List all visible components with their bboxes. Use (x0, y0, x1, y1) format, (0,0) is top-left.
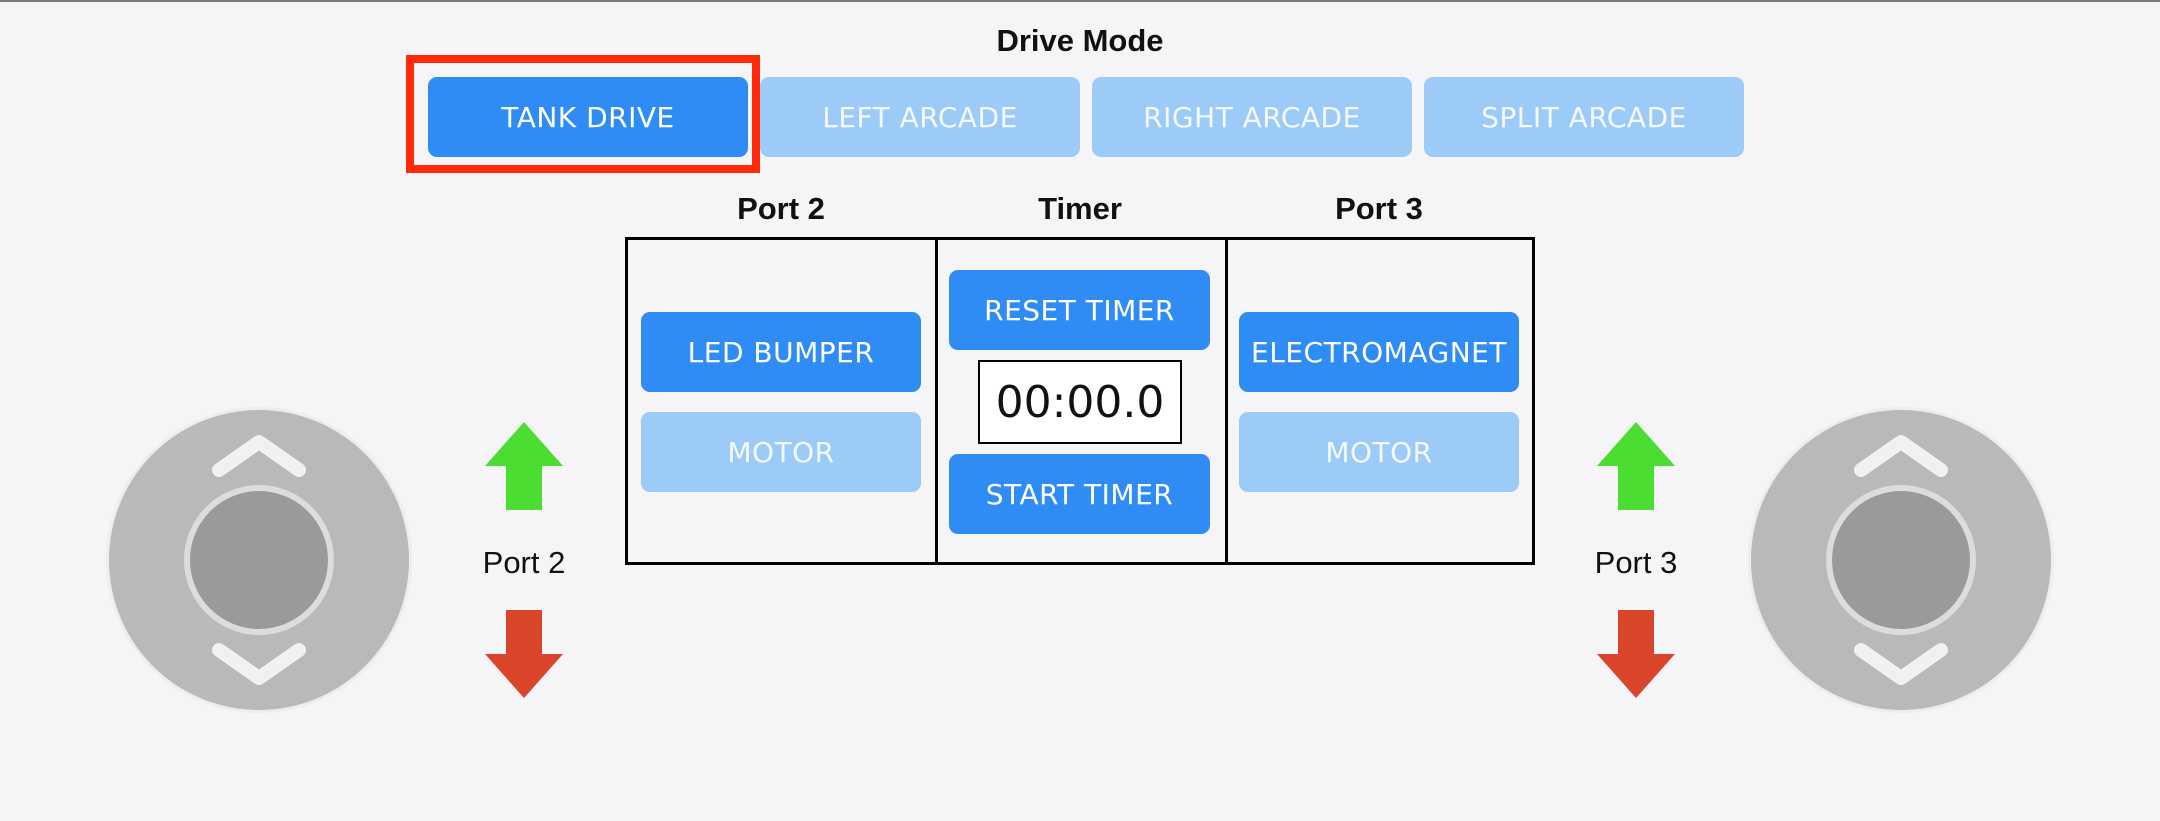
led-bumper-button[interactable]: LED BUMPER (641, 312, 921, 392)
control-panel (625, 237, 1535, 565)
down-arrow-icon[interactable] (1597, 610, 1675, 698)
joystick-chevrons-icon (1854, 435, 1948, 685)
left-arcade-button[interactable]: LEFT ARCADE (760, 77, 1080, 157)
tank-drive-button[interactable]: TANK DRIVE (428, 77, 748, 157)
left-port-label: Port 2 (482, 545, 566, 580)
timer-panel-title: Timer (1038, 191, 1122, 226)
timer-display: 00:00.0 (978, 360, 1182, 444)
down-arrow-icon[interactable] (485, 610, 563, 698)
left-joystick[interactable] (109, 410, 409, 710)
right-arcade-button[interactable]: RIGHT ARCADE (1092, 77, 1412, 157)
up-arrow-icon[interactable] (1597, 422, 1675, 510)
up-arrow-icon[interactable] (485, 422, 563, 510)
port2-panel-title: Port 2 (737, 191, 825, 226)
selection-highlight (406, 55, 760, 173)
top-border (0, 0, 2160, 2)
port3-panel-title: Port 3 (1335, 191, 1423, 226)
panel-divider (935, 240, 938, 562)
left-joystick-knob[interactable] (184, 485, 334, 635)
joystick-chevrons-icon (212, 435, 306, 685)
right-port-label: Port 3 (1594, 545, 1678, 580)
right-joystick[interactable] (1751, 410, 2051, 710)
electromagnet-button[interactable]: ELECTROMAGNET (1239, 312, 1519, 392)
split-arcade-button[interactable]: SPLIT ARCADE (1424, 77, 1744, 157)
reset-timer-button[interactable]: RESET TIMER (949, 270, 1210, 350)
port3-motor-button[interactable]: MOTOR (1239, 412, 1519, 492)
drive-mode-title: Drive Mode (996, 23, 1164, 58)
panel-divider (1225, 240, 1228, 562)
right-joystick-knob[interactable] (1826, 485, 1976, 635)
start-timer-button[interactable]: START TIMER (949, 454, 1210, 534)
port2-motor-button[interactable]: MOTOR (641, 412, 921, 492)
